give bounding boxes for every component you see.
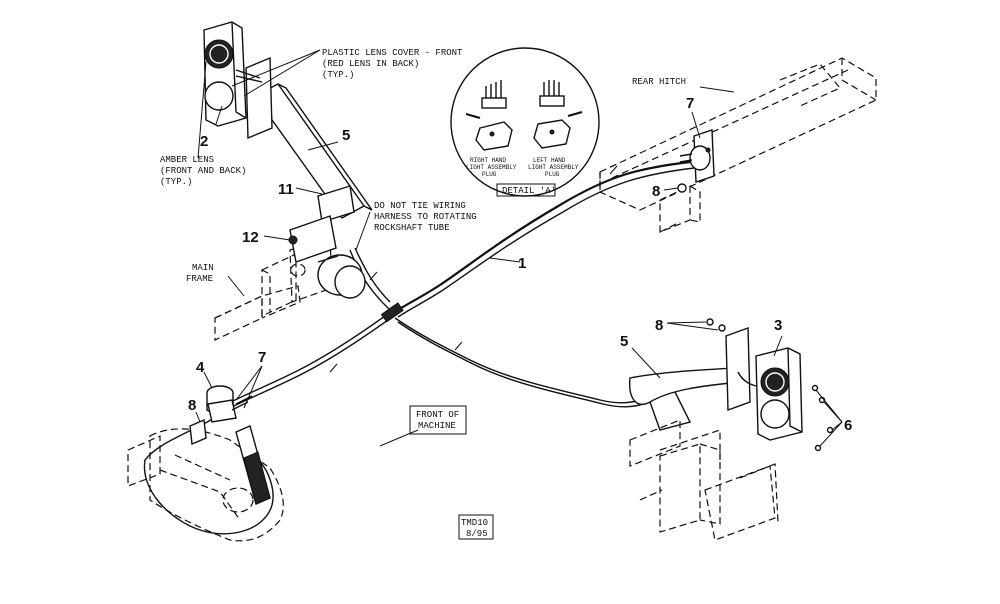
tmd-code-line1: TMD10 <box>461 518 488 528</box>
left-light-assembly <box>203 21 373 299</box>
rear-connector <box>677 129 715 193</box>
tmd-code-line2: 8/95 <box>466 529 488 539</box>
note-front-of-machine-line1: FRONT OF <box>416 410 459 420</box>
callout-1: 1 <box>518 255 526 272</box>
left-plug-line3: PLUG <box>545 171 560 178</box>
note-amber-lens-line2: (FRONT AND BACK) <box>160 166 246 176</box>
callout-8-rear: 8 <box>652 183 660 200</box>
callout-12: 12 <box>242 229 259 246</box>
right-plug-line3: PLUG <box>482 171 497 178</box>
front-switch <box>189 385 271 505</box>
note-lens-cover: PLASTIC LENS COVER - FRONT (RED LENS IN … <box>322 48 463 80</box>
left-plug-line2: LIGHT ASSEMBLY <box>528 164 579 171</box>
callout-7-front: 7 <box>258 349 266 366</box>
callout-3: 3 <box>774 317 782 334</box>
right-light-assembly <box>628 318 834 452</box>
callout-numbers: 1 2 3 4 5 5 6 7 7 8 8 8 11 12 <box>188 95 852 434</box>
detail-a-label: DETAIL 'A' <box>502 186 556 196</box>
note-do-not-tie-line3: ROCKSHAFT TUBE <box>374 223 450 233</box>
note-lens-cover-line3: (TYP.) <box>322 70 354 80</box>
callout-8-right: 8 <box>655 317 663 334</box>
note-do-not-tie-line2: HARNESS TO ROTATING <box>374 212 477 222</box>
note-main-frame-line1: MAIN <box>192 263 214 273</box>
note-front-of-machine-line2: MACHINE <box>418 421 456 431</box>
right-plug-line1: RIGHT HAND <box>470 157 506 164</box>
callout-4: 4 <box>196 359 205 376</box>
callout-2: 2 <box>200 133 208 150</box>
right-frame <box>629 419 779 541</box>
right-hand-plug <box>465 80 513 151</box>
left-hand-plug <box>533 80 583 149</box>
callout-11: 11 <box>278 181 294 198</box>
callout-5-left: 5 <box>342 127 350 144</box>
note-do-not-tie: DO NOT TIE WIRING HARNESS TO ROTATING RO… <box>374 201 477 233</box>
leader-lines <box>195 49 843 447</box>
right-plug-line2: LIGHT ASSEMBLY <box>466 164 517 171</box>
note-do-not-tie-line1: DO NOT TIE WIRING <box>374 201 466 211</box>
note-amber-lens: AMBER LENS (FRONT AND BACK) (TYP.) <box>160 155 246 187</box>
note-lens-cover-line2: (RED LENS IN BACK) <box>322 59 419 69</box>
detail-a-text: RIGHT HAND LIGHT ASSEMBLY PLUG LEFT HAND… <box>466 157 579 196</box>
callout-7-rear: 7 <box>686 95 694 112</box>
left-plug-line1: LEFT HAND <box>533 157 566 164</box>
front-of-machine-box: FRONT OF MACHINE <box>409 405 467 435</box>
note-amber-lens-line1: AMBER LENS <box>160 155 214 165</box>
callout-8-front: 8 <box>188 397 196 414</box>
note-main-frame: MAIN FRAME <box>186 263 214 284</box>
note-lens-cover-line1: PLASTIC LENS COVER - FRONT <box>322 48 463 58</box>
note-amber-lens-line3: (TYP.) <box>160 177 192 187</box>
note-main-frame-line2: FRAME <box>186 274 213 284</box>
callout-6: 6 <box>844 417 852 434</box>
tmd-code-box: TMD10 8/95 <box>458 514 494 540</box>
callout-5-right: 5 <box>620 333 628 350</box>
note-rear-hitch: REAR HITCH <box>632 77 686 87</box>
detail-a <box>450 47 600 197</box>
